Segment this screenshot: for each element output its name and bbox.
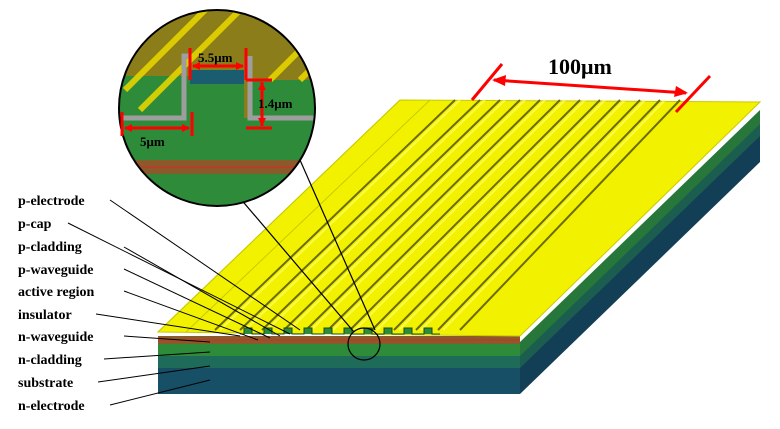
label-substrate: substrate [18,376,73,391]
device-3d [156,99,762,394]
label-p-cladding: p-cladding [18,240,82,255]
zoom-inset: 5.5μm 1.4μm 5μm [118,9,316,207]
n-cladding-side [520,110,760,356]
trench-width-dimension [120,112,194,136]
label-p-cap: p-cap [18,217,52,232]
substrate-front [158,352,520,372]
label-n-cladding: n-cladding [18,353,82,368]
n-cladding-front [158,344,520,356]
ridge-profile [240,327,440,335]
label-p-electrode: p-electrode [18,194,85,209]
label-n-electrode: n-electrode [18,399,85,414]
array-width-dimension [470,63,712,114]
ridge-height-label: 1.4μm [258,96,293,111]
label-n-waveguide: n-waveguide [18,330,93,345]
ridge-stripes [214,99,681,331]
label-p-waveguide: p-waveguide [18,263,93,278]
array-width-label: 100μm [548,54,612,79]
layer-labels: p-electrode p-cap p-cladding p-waveguide… [18,194,95,414]
ridge-width-dimension [188,48,248,80]
n-electrode-front [158,368,520,394]
ridge-width-label: 5.5μm [198,50,233,65]
trench-width-label: 5μm [140,134,165,149]
label-active-region: active region [18,285,95,300]
label-insulator: insulator [18,308,72,323]
n-electrode-side [520,136,760,394]
leader-lines [67,199,301,406]
zoom-spot [347,327,381,361]
